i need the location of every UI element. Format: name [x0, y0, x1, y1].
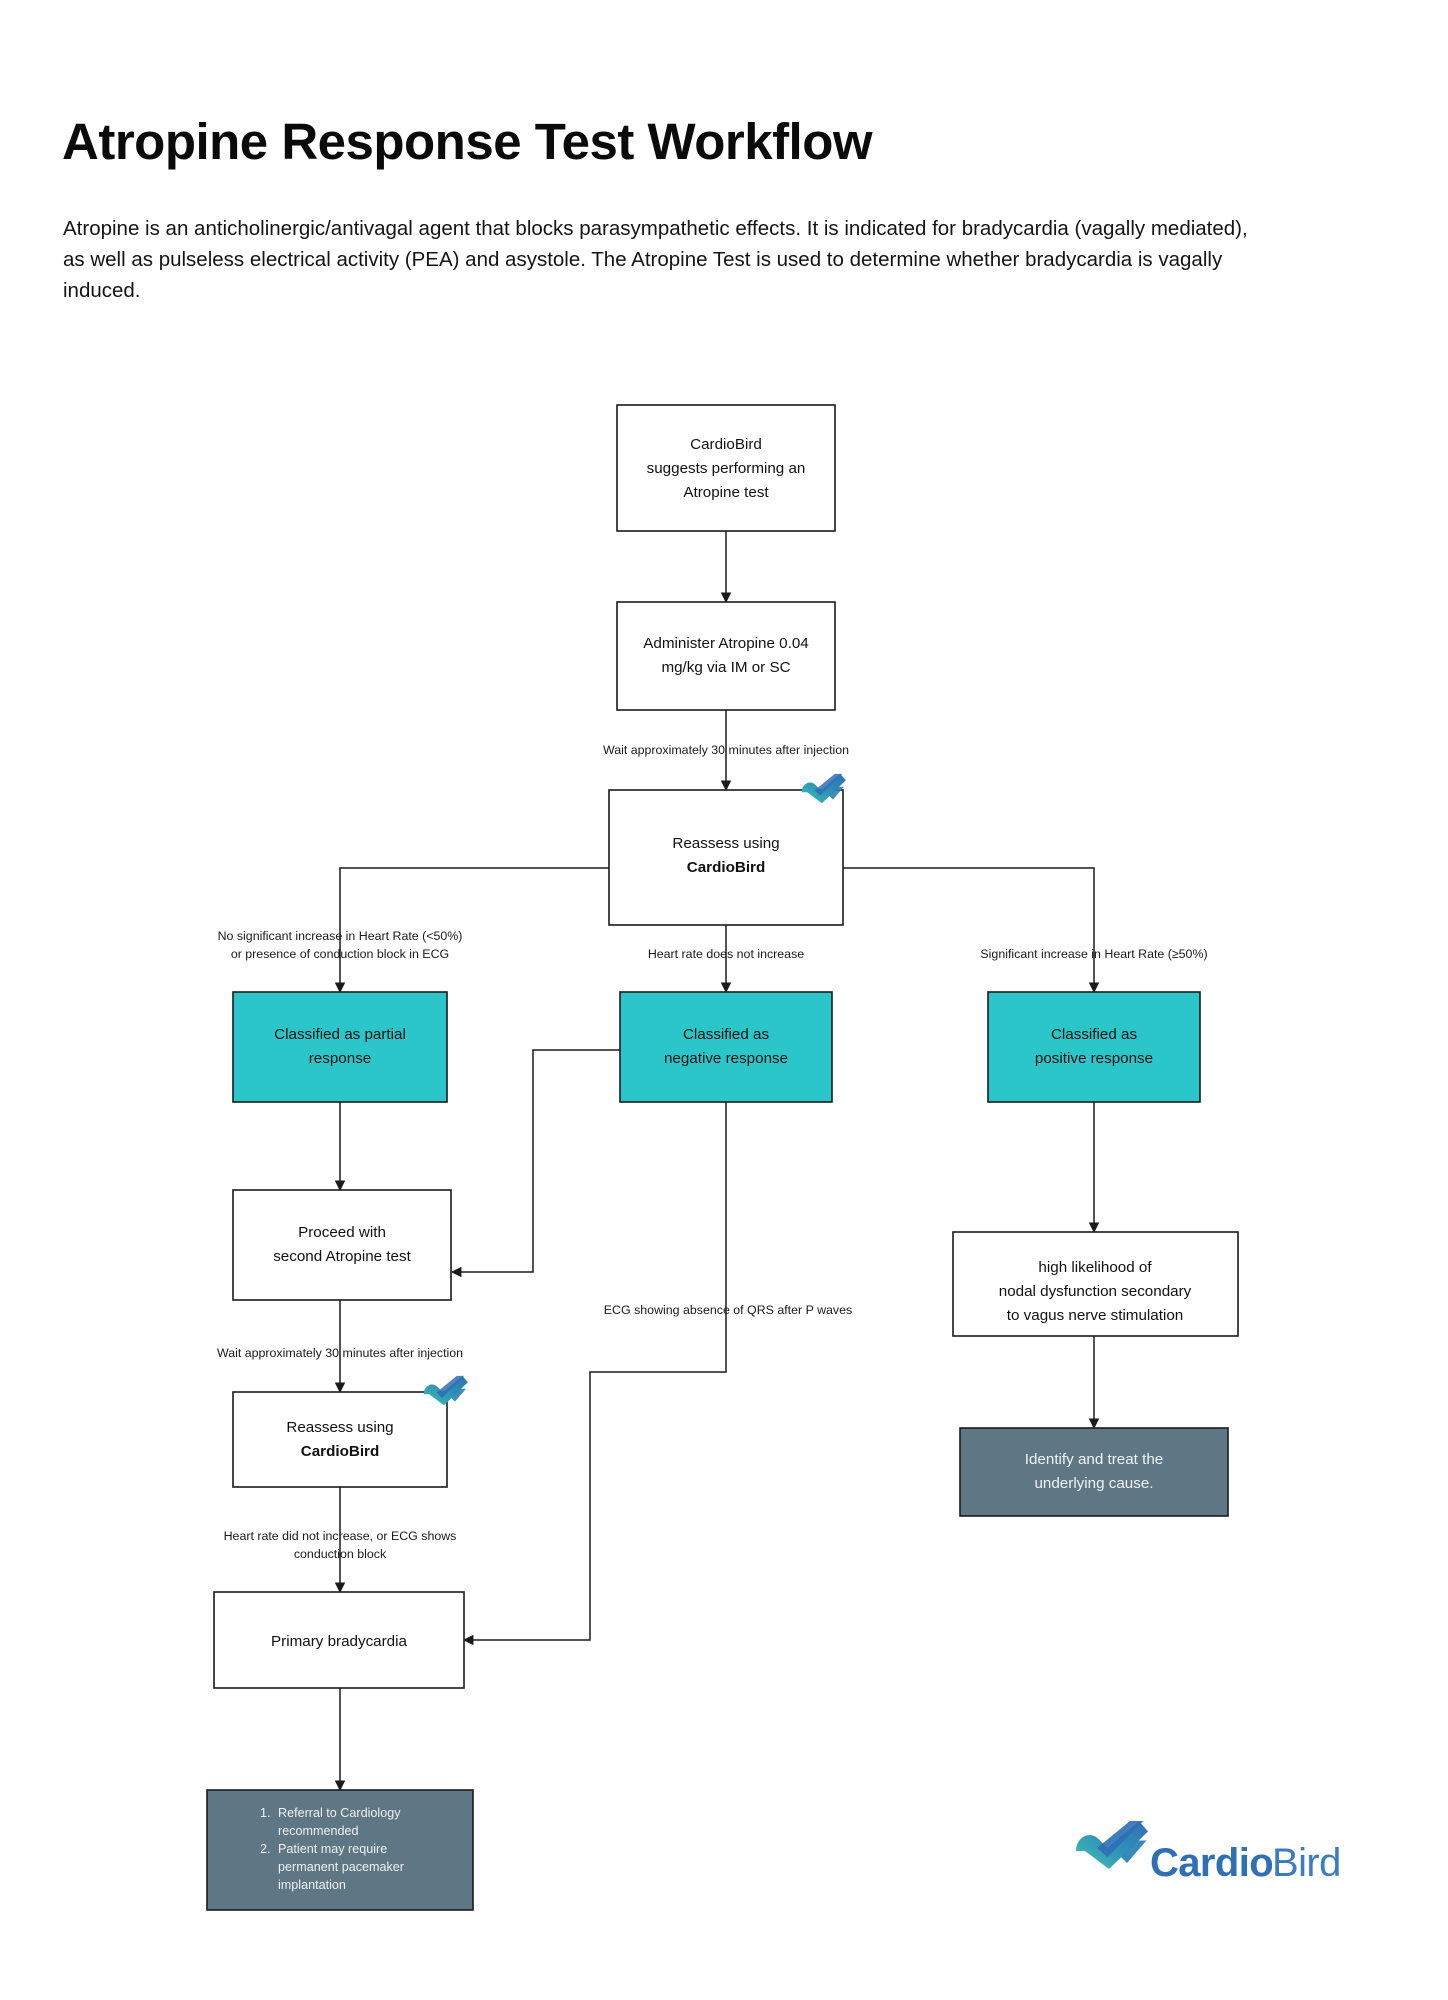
node-nodal-line3: to vagus nerve stimulation [1007, 1307, 1183, 1324]
node-nodal-line1: high likelihood of [1038, 1259, 1152, 1276]
node-nodal-line2: nodal dysfunction secondary [999, 1283, 1192, 1300]
edge-negative-to-second-test [450, 1049, 620, 1278]
node-primary-bradycardia-line1: Primary bradycardia [271, 1633, 407, 1650]
edge-label-group: Wait approximately 30 minutes after inje… [217, 743, 1208, 1561]
edge-label-branch-right: Significant increase in Heart Rate (≥50%… [980, 947, 1207, 961]
node-start-line3: Atropine test [683, 484, 769, 501]
node-second-test-line2: second Atropine test [273, 1248, 411, 1265]
edge-label-branch-middle: Heart rate does not increase [648, 947, 804, 961]
referral-item1-number: 1. [260, 1806, 271, 1820]
node-treat-cause-line2: underlying cause. [1034, 1475, 1153, 1492]
edge-label-no-increase-line2: conduction block [294, 1547, 387, 1561]
node-treat-cause-line1: Identify and treat the [1025, 1451, 1163, 1468]
referral-item1-line2: recommended [278, 1824, 359, 1838]
node-negative-line1: Classified as [683, 1026, 770, 1043]
node-reassess2-line2: CardioBird [301, 1443, 379, 1460]
node-primary-bradycardia[interactable]: Primary bradycardia [213, 1591, 465, 1689]
node-start-line1: CardioBird [690, 436, 762, 453]
node-partial-line2: response [309, 1050, 371, 1067]
node-negative-line2: negative response [664, 1050, 788, 1067]
edge-label-wait-2: Wait approximately 30 minutes after inje… [217, 1346, 463, 1360]
node-administer-line1: Administer Atropine 0.04 [643, 635, 808, 652]
edge-label-no-increase-line1: Heart rate did not increase, or ECG show… [224, 1529, 457, 1543]
intro-paragraph: Atropine is an anticholinergic/antivagal… [63, 216, 1248, 302]
edge-reassess1-to-positive [843, 867, 1100, 994]
node-start[interactable]: CardioBird suggests performing an Atropi… [616, 404, 836, 532]
node-treat-underlying-cause[interactable]: Identify and treat the underlying cause. [959, 1427, 1229, 1517]
cardiobird-logo-icon [1076, 1821, 1148, 1869]
edge-label-branch-left-line1: No significant increase in Heart Rate (<… [218, 929, 463, 943]
edge-label-branch-left-line2: or presence of conduction block in ECG [231, 947, 449, 961]
edge-negative-to-primary-bradycardia [462, 1102, 727, 1646]
node-positive-line1: Classified as [1051, 1026, 1138, 1043]
cardiobird-check-icon [423, 1375, 468, 1406]
node-reassess-1[interactable]: Reassess using CardioBird [608, 773, 846, 926]
node-reassess2-line1: Reassess using [286, 1419, 393, 1436]
referral-item2-number: 2. [260, 1842, 271, 1856]
page-title: Atropine Response Test Workflow [62, 113, 873, 171]
node-second-atropine-test[interactable]: Proceed with second Atropine test [232, 1189, 452, 1301]
logo-brand-bold: Cardio [1150, 1841, 1273, 1885]
node-referral-recommendations[interactable]: 1. Referral to Cardiology recommended 2.… [206, 1789, 474, 1911]
node-reassess1-line2: CardioBird [687, 859, 765, 876]
node-classified-negative-response[interactable]: Classified as negative response [619, 991, 833, 1103]
edge-label-wait-1: Wait approximately 30 minutes after inje… [603, 743, 849, 757]
cardiobird-logo: Cardio Bird [1076, 1821, 1341, 1885]
referral-item1-line1: Referral to Cardiology [278, 1806, 401, 1820]
node-classified-partial-response[interactable]: Classified as partial response [232, 991, 448, 1103]
node-classified-positive-response[interactable]: Classified as positive response [987, 991, 1201, 1103]
referral-item2-line3: implantation [278, 1878, 346, 1892]
node-partial-line1: Classified as partial [274, 1026, 406, 1043]
node-second-test-line1: Proceed with [298, 1224, 386, 1241]
logo-brand-light: Bird [1272, 1841, 1341, 1885]
edge-label-ecg-absence: ECG showing absence of QRS after P waves [604, 1303, 852, 1317]
node-start-line2: suggests performing an [647, 460, 806, 477]
node-reassess-2[interactable]: Reassess using CardioBird [232, 1375, 468, 1488]
edge-group [334, 531, 1100, 1792]
node-nodal-dysfunction[interactable]: high likelihood of nodal dysfunction sec… [952, 1231, 1239, 1337]
cardiobird-check-icon [801, 773, 846, 804]
referral-item2-line2: permanent pacemaker [278, 1860, 404, 1874]
node-positive-line2: positive response [1035, 1050, 1153, 1067]
node-reassess1-line1: Reassess using [672, 835, 779, 852]
node-administer-atropine[interactable]: Administer Atropine 0.04 mg/kg via IM or… [616, 601, 836, 711]
node-administer-line2: mg/kg via IM or SC [661, 659, 790, 676]
edge-reassess1-to-partial [334, 867, 609, 994]
referral-item2-line1: Patient may require [278, 1842, 387, 1856]
